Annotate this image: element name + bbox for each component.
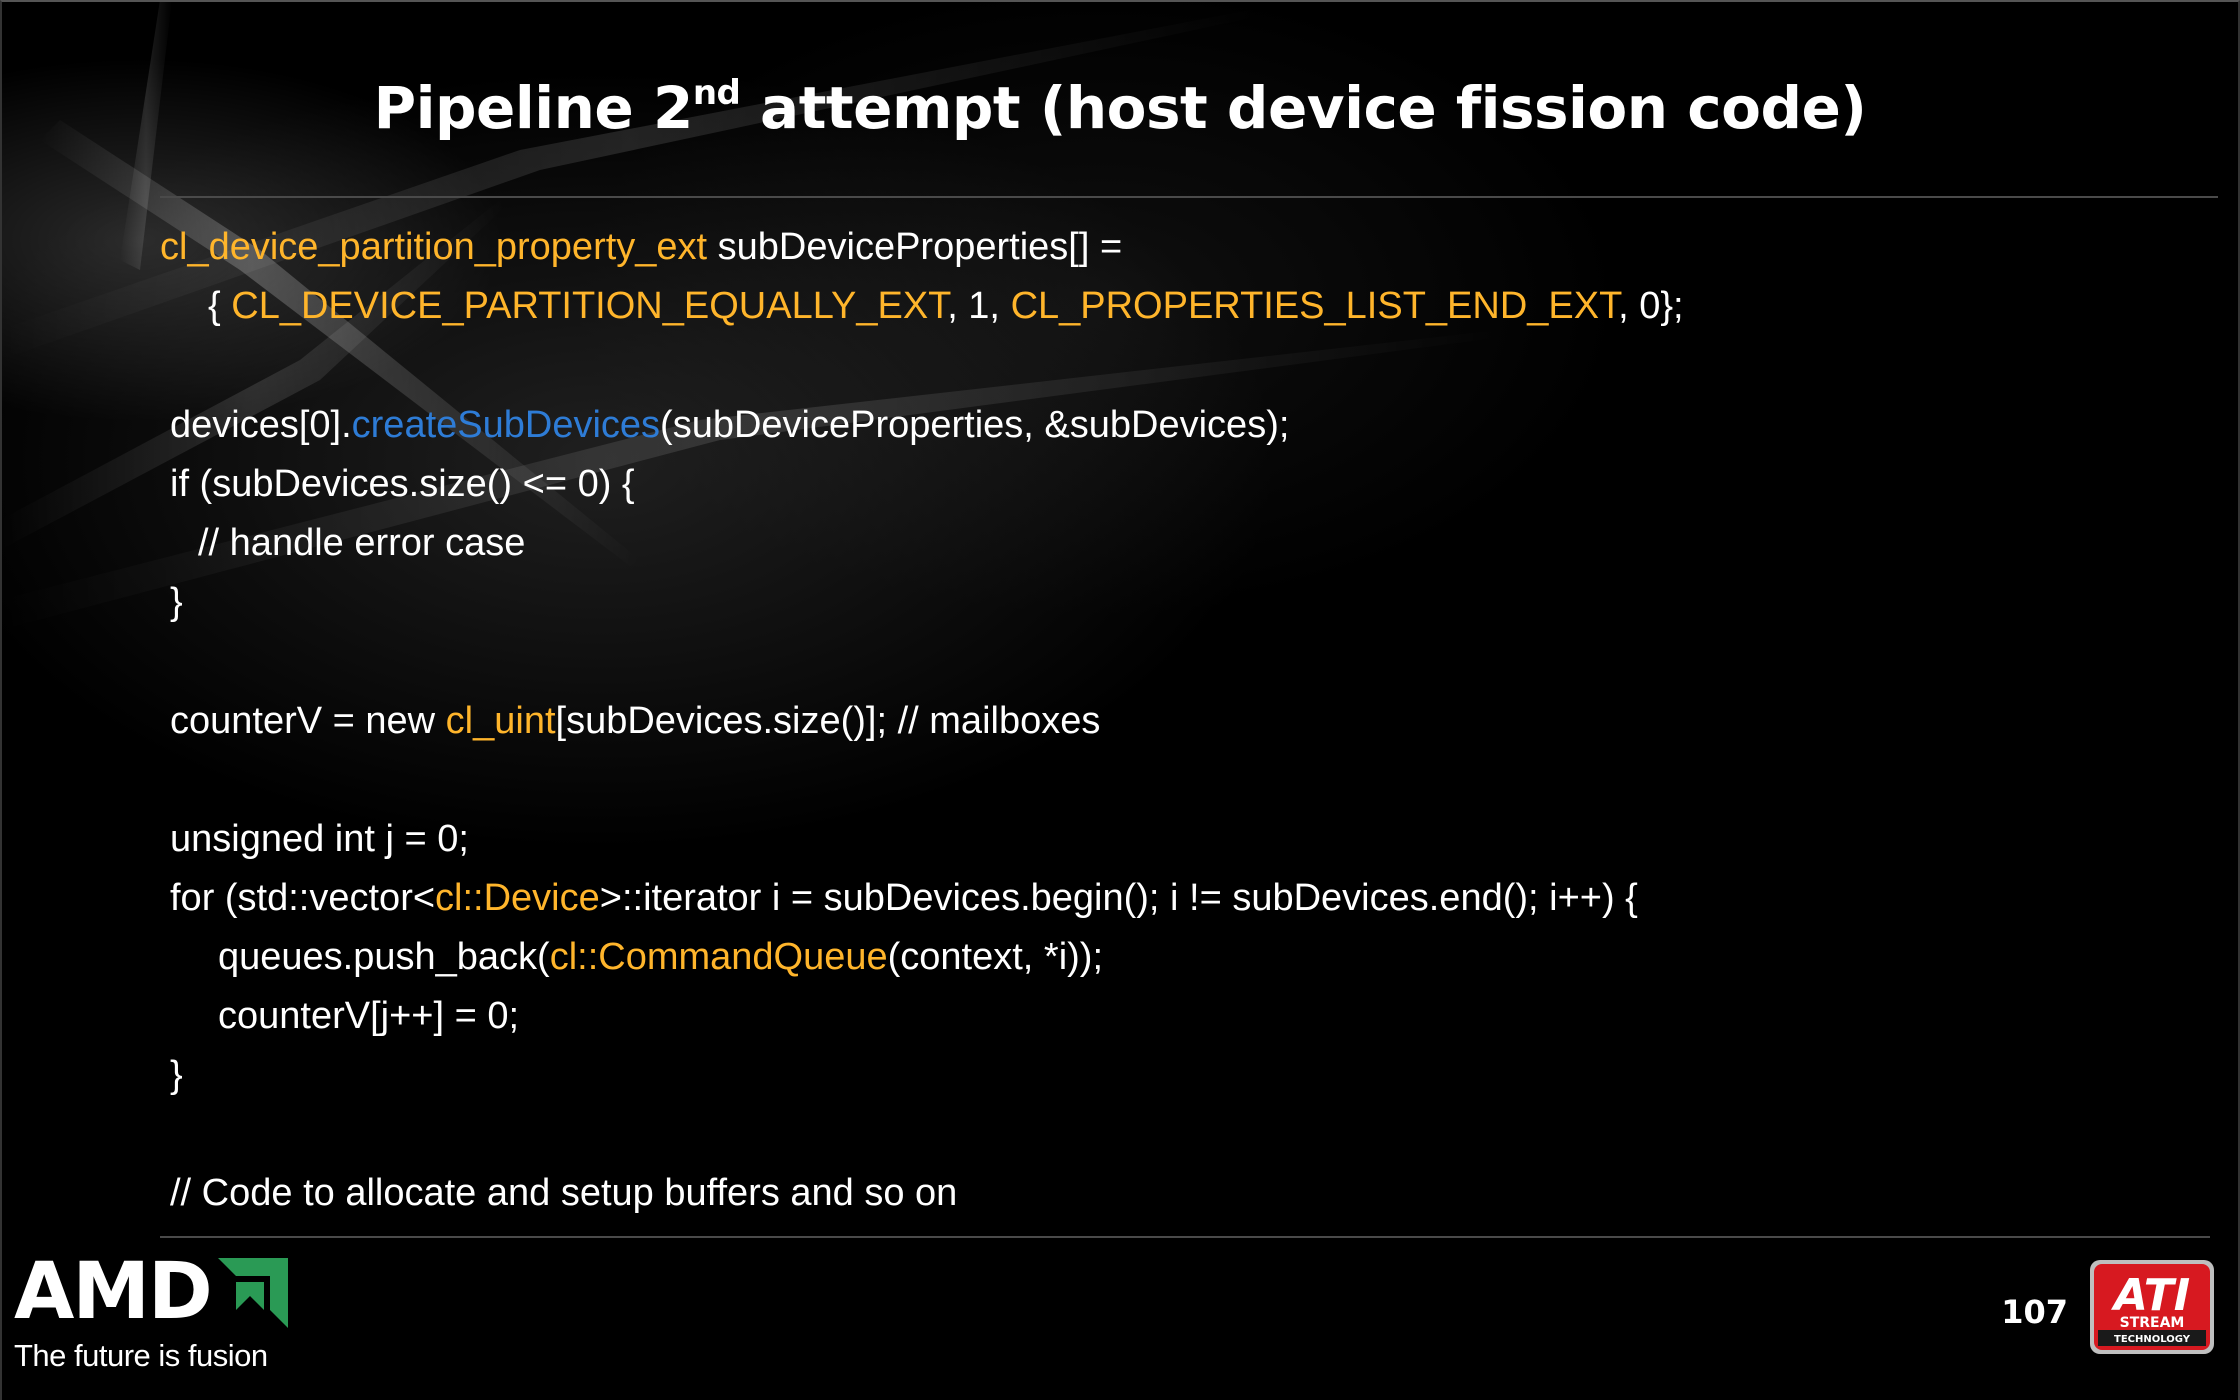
code-text-token: { xyxy=(208,285,232,327)
code-line: // handle error case xyxy=(198,517,525,569)
amd-tagline: The future is fusion xyxy=(14,1338,268,1373)
slide-title: Pipeline 2nd attempt (host device fissio… xyxy=(0,62,2240,154)
code-text-token: counterV[j++] = 0; xyxy=(218,995,520,1037)
code-text-token: queues.push_back( xyxy=(218,936,550,978)
code-line: cl_device_partition_property_ext subDevi… xyxy=(160,221,1122,273)
code-line: // Code to allocate and setup buffers an… xyxy=(170,1167,957,1219)
code-text-token: , 1, xyxy=(947,285,1011,327)
title-rest: attempt (host device fission code) xyxy=(740,74,1867,142)
code-text-token: subDeviceProperties[] = xyxy=(707,226,1123,268)
title-divider xyxy=(160,196,2218,198)
code-type-token: CL_DEVICE_PARTITION_EQUALLY_EXT xyxy=(231,285,948,327)
code-type-token: cl::CommandQueue xyxy=(549,936,888,978)
code-text-token: counterV = new xyxy=(170,700,446,742)
code-function-token: createSubDevices xyxy=(351,404,661,446)
code-line: if (subDevices.size() <= 0) { xyxy=(170,458,635,510)
code-type-token: cl_uint xyxy=(445,700,556,742)
code-type-token: CL_PROPERTIES_LIST_END_EXT xyxy=(1010,285,1619,327)
ati-badge-stream: STREAM xyxy=(2120,1315,2185,1331)
page-number: 107 xyxy=(2001,1293,2068,1331)
title-main: Pipeline 2 xyxy=(373,74,694,142)
ati-badge-title: ATI xyxy=(2111,1270,2190,1321)
code-text-token: (context, *i)); xyxy=(887,936,1104,978)
code-line: counterV[j++] = 0; xyxy=(218,990,519,1042)
ati-stream-badge: ATI STREAM TECHNOLOGY xyxy=(2090,1260,2214,1354)
code-text-token: [subDevices.size()]; // mailboxes xyxy=(555,700,1101,742)
code-line: queues.push_back(cl::CommandQueue(contex… xyxy=(218,931,1103,983)
code-text-token: if (subDevices.size() <= 0) { xyxy=(170,463,635,505)
code-line: for (std::vector<cl::Device>::iterator i… xyxy=(170,872,1638,924)
code-text-token: } xyxy=(170,1054,183,1096)
code-text-token: for (std::vector< xyxy=(170,877,436,919)
code-type-token: cl::Device xyxy=(435,877,600,919)
footer-divider xyxy=(160,1236,2210,1238)
code-line: devices[0].createSubDevices(subDevicePro… xyxy=(170,399,1289,451)
code-text-token: unsigned int j = 0; xyxy=(170,818,469,860)
code-line: } xyxy=(170,576,183,628)
code-line: counterV = new cl_uint[subDevices.size()… xyxy=(170,695,1100,747)
title-superscript: nd xyxy=(692,73,741,113)
code-line: { CL_DEVICE_PARTITION_EQUALLY_EXT, 1, CL… xyxy=(208,280,1684,332)
code-text-token: } xyxy=(170,581,183,623)
code-text-token: >::iterator i = subDevices.begin(); i !=… xyxy=(599,877,1638,919)
code-text-token: // handle error case xyxy=(198,522,526,564)
amd-logo-text: AMD xyxy=(14,1247,213,1337)
ati-badge-technology: TECHNOLOGY xyxy=(2114,1334,2191,1345)
code-text-token: // Code to allocate and setup buffers an… xyxy=(170,1172,958,1214)
code-line: } xyxy=(170,1049,183,1101)
code-text-token: , 0}; xyxy=(1618,285,1684,327)
amd-arrow-icon xyxy=(218,1258,288,1328)
code-text-token: (subDeviceProperties, &subDevices); xyxy=(660,404,1290,446)
code-line: unsigned int j = 0; xyxy=(170,813,469,865)
code-text-token: devices[0]. xyxy=(170,404,352,446)
code-type-token: cl_device_partition_property_ext xyxy=(160,226,708,268)
